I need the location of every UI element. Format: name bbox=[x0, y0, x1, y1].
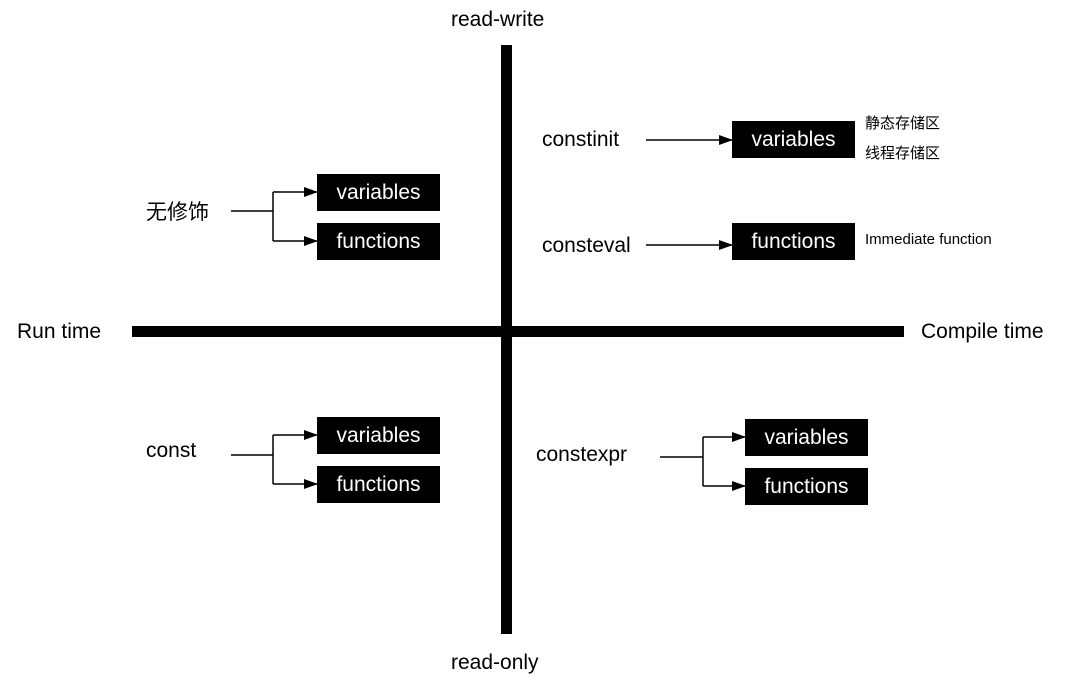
keyword-const: const bbox=[146, 439, 197, 462]
note-thread-storage: 线程存储区 bbox=[865, 145, 941, 162]
box-variables: variables bbox=[317, 417, 440, 454]
vertical-axis bbox=[501, 45, 512, 634]
horizontal-axis bbox=[132, 326, 904, 337]
box-variables: variables bbox=[745, 419, 868, 456]
box-functions: functions bbox=[317, 466, 440, 503]
keyword-constinit: constinit bbox=[542, 128, 620, 151]
connector-top-left bbox=[231, 187, 318, 246]
box-functions: functions bbox=[732, 223, 855, 260]
axis-label-right: Compile time bbox=[921, 320, 1044, 343]
connector-bottom-right bbox=[660, 432, 746, 491]
note-immediate-function: Immediate function bbox=[865, 231, 992, 248]
axis-label-left: Run time bbox=[17, 320, 102, 343]
box-functions: functions bbox=[317, 223, 440, 260]
note-static-storage: 静态存储区 bbox=[865, 115, 941, 132]
box-functions: functions bbox=[745, 468, 868, 505]
keyword-consteval: consteval bbox=[542, 234, 631, 257]
axis-label-top: read-write bbox=[451, 8, 545, 31]
axis-label-bottom: read-only bbox=[451, 651, 539, 674]
keyword-no-modifier: 无修饰 bbox=[146, 201, 209, 224]
box-variables: variables bbox=[317, 174, 440, 211]
connector-bottom-left bbox=[231, 430, 318, 489]
box-variables: variables bbox=[732, 121, 855, 158]
keyword-constexpr: constexpr bbox=[536, 443, 628, 466]
